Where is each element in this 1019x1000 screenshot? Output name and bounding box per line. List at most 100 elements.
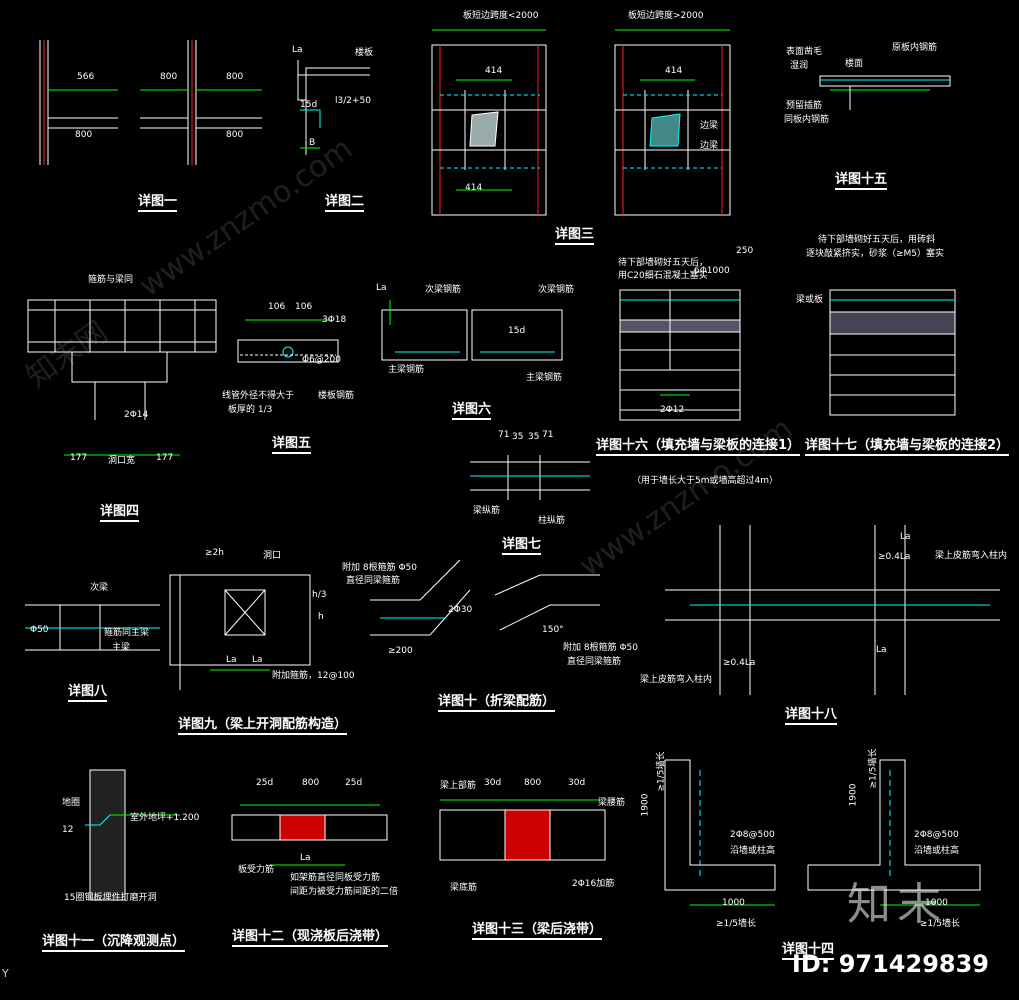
d12-a: 25d xyxy=(256,778,274,788)
d16-b: 用C20细石混凝土塞实 xyxy=(618,271,708,281)
d10-b: 直径同梁箍筋 xyxy=(346,576,401,586)
d1-dim-c: 800 xyxy=(226,72,244,82)
d3a-414a: 414 xyxy=(485,66,503,76)
detail-14-drawing xyxy=(664,759,981,906)
d12-f: 如架筋直径同板受力筋 xyxy=(290,873,381,883)
d17-c: 梁或板 xyxy=(796,295,824,305)
d3a-title: 板短边跨度<2000 xyxy=(463,11,539,21)
d13-c: 800 xyxy=(524,778,542,788)
detail-16-drawing xyxy=(619,289,741,421)
d17-a: 待下部墙砌好五天后，用砖斜 xyxy=(818,235,936,245)
d13-a: 梁上部筋 xyxy=(440,781,477,791)
d5-g: 楼板钢筋 xyxy=(318,391,355,401)
caption-detail-17: 详图十七（填充墙与梁板的连接2） xyxy=(805,434,1010,456)
d18-f: La xyxy=(876,645,887,655)
d8-b: Φ50 xyxy=(30,625,49,635)
d12-e: 板受力筋 xyxy=(238,865,275,875)
d14-h: ≥1/5墙长 xyxy=(868,748,879,789)
d18-c: 梁上皮筋弯入柱内 xyxy=(935,551,1008,561)
d12-b: 800 xyxy=(302,778,320,788)
d10-c: ≥200 xyxy=(388,646,413,656)
d9-e: La xyxy=(226,655,237,665)
caption-detail-15: 详图十五 xyxy=(835,168,888,190)
d7-e: 梁纵筋 xyxy=(473,506,501,516)
d4-c: 洞口宽 xyxy=(108,456,136,466)
detail-18-drawing xyxy=(665,525,1000,695)
d13-b: 30d xyxy=(484,778,502,788)
d12-g: 间距为被受力筋间距的二倍 xyxy=(290,887,399,897)
caption-detail-3: 详图三 xyxy=(555,223,595,245)
d12-d: La xyxy=(300,853,311,863)
d6-b: 次梁钢筋 xyxy=(538,285,575,295)
d6-15d: 15d xyxy=(508,326,526,336)
detail-11-drawing xyxy=(85,769,180,901)
d8-c: 箍筋同主梁 xyxy=(104,628,150,638)
d10-e: 附加 8根箍筋 Φ50 xyxy=(563,643,638,653)
d14-l: ≥1/5墙长 xyxy=(920,919,961,929)
d14-d: 沿墙或柱高 xyxy=(730,846,776,856)
d12-c: 25d xyxy=(345,778,363,788)
d5-b: 106 xyxy=(295,302,313,312)
caption-detail-18: 详图十八 xyxy=(785,703,838,725)
d4-177b: 177 xyxy=(156,453,174,463)
d10-f: 直径同梁箍筋 xyxy=(567,657,622,667)
d4-177a: 177 xyxy=(70,453,88,463)
d9-a: ≥2h xyxy=(205,548,224,558)
caption-detail-16-note: （用于墙长大于5m或墙高超过4m） xyxy=(632,476,778,486)
caption-detail-1: 详图一 xyxy=(138,190,178,212)
d6-la: La xyxy=(376,283,387,293)
d3b-edge2: 边梁 xyxy=(700,141,719,151)
caption-detail-10: 详图十（折梁配筋） xyxy=(438,690,556,712)
detail-5-drawing xyxy=(237,319,339,363)
d9-b: 洞口 xyxy=(263,551,282,561)
d14-j: 沿墙或柱高 xyxy=(914,846,960,856)
d14-i: 2Φ8@500 xyxy=(914,830,959,840)
detail-9-drawing xyxy=(169,574,311,690)
d5-f: 板厚的 1/3 xyxy=(228,405,273,415)
d18-b: ≥0.4La xyxy=(878,552,911,562)
d14-k: 1000 xyxy=(925,898,948,908)
d5-e: 线管外径不得大于 xyxy=(222,391,295,401)
detail-8-drawing xyxy=(25,604,160,651)
d5-d: Φ6@200 xyxy=(302,355,341,365)
detail-2-drawing xyxy=(297,60,370,155)
d14-f: ≥1/5墙长 xyxy=(716,919,757,929)
caption-detail-14: 详图十四 xyxy=(782,938,835,960)
d2-slab: 楼板 xyxy=(355,48,374,58)
d8-a: 次梁 xyxy=(90,583,109,593)
detail-15-drawing xyxy=(819,75,951,110)
d5-a: 106 xyxy=(268,302,286,312)
d10-g: 150° xyxy=(542,625,564,635)
caption-detail-4: 详图四 xyxy=(100,500,140,522)
caption-detail-9: 详图九（梁上开洞配筋构造） xyxy=(178,713,348,735)
ucs-axis-label: Y xyxy=(2,967,9,980)
d6-d: 主梁钢筋 xyxy=(526,373,563,383)
caption-detail-12: 详图十二（现浇板后浇带） xyxy=(232,925,389,947)
d10-d: 2Φ30 xyxy=(448,605,473,615)
d7-d: 71 xyxy=(542,430,554,440)
d2-la: La xyxy=(292,45,303,55)
d14-e: 1000 xyxy=(722,898,745,908)
d6-a: 次梁钢筋 xyxy=(425,285,462,295)
d9-c: h/3 xyxy=(312,590,327,600)
d1-dim-e: 800 xyxy=(226,130,244,140)
caption-detail-11: 详图十一（沉降观测点） xyxy=(42,930,186,952)
d13-d: 30d xyxy=(568,778,586,788)
d8-d: 主梁 xyxy=(112,643,131,653)
d11-a: 地圈 xyxy=(62,798,81,808)
d14-b: ≥1/5墙长 xyxy=(656,751,667,792)
d11-d: 15圈钢板埋件打磨开洞 xyxy=(64,893,157,903)
d13-e: 梁腰筋 xyxy=(598,798,626,808)
d5-c: 3Φ18 xyxy=(322,315,347,325)
detail-12-drawing xyxy=(231,804,388,866)
detail-6-drawing xyxy=(381,300,563,361)
caption-detail-6: 详图六 xyxy=(452,398,492,420)
d14-g: 1900 xyxy=(848,783,859,807)
d15-e: 预留插筋 xyxy=(786,101,823,111)
d15-b: 湿润 xyxy=(790,61,809,71)
detail-3a-drawing xyxy=(431,29,547,216)
watermark-id: ID: 971429839 xyxy=(791,950,989,978)
d7-a: 71 xyxy=(498,430,510,440)
d13-g: 2Φ16加筋 xyxy=(572,879,615,889)
